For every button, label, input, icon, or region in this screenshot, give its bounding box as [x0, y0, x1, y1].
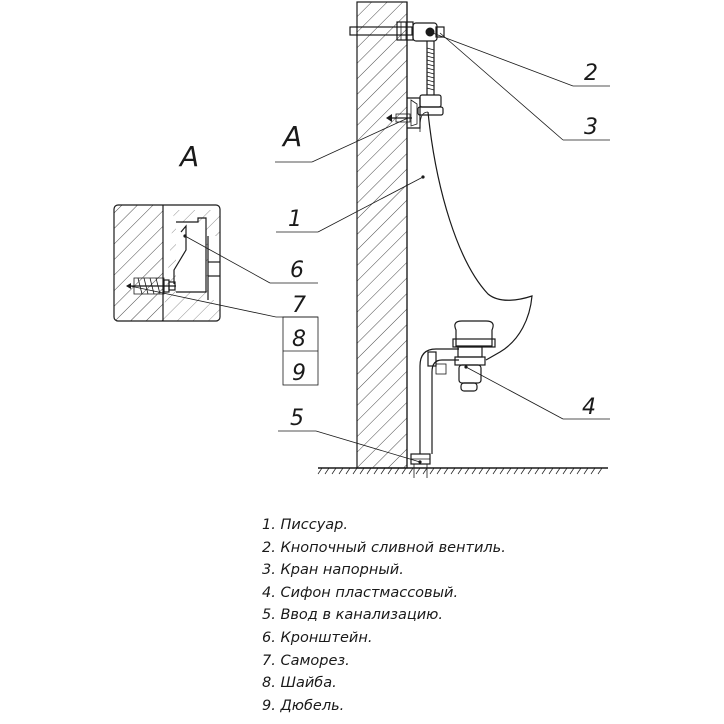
legend-item: 3. Кран напорный.: [262, 562, 404, 579]
legend-item: 7. Саморез.: [262, 652, 350, 669]
callout-7: 7: [292, 293, 306, 318]
legend-item: 1. Писсуар.: [262, 517, 348, 533]
detail-a: [113, 204, 221, 322]
callout-5: 5: [290, 406, 304, 431]
legend-item: 5. Ввод в канализацию.: [262, 607, 444, 624]
wall-bracket: [386, 97, 421, 129]
parts-legend: 1. Писсуар. 2. Кнопочный сливной вентиль…: [262, 514, 642, 717]
flush-valve: [412, 22, 445, 116]
callout-2: 2: [584, 61, 598, 86]
legend-item: 9. Дюбель.: [262, 697, 345, 714]
callout-8: 8: [292, 327, 306, 352]
legend-item: 8. Шайба.: [262, 675, 337, 692]
callout-6: 6: [290, 258, 304, 283]
legend-item: 2. Кнопочный сливной вентиль.: [262, 539, 506, 556]
leader-lines: [275, 31, 610, 463]
floor-line: [317, 467, 608, 475]
view-label: А: [281, 120, 302, 153]
wall-section: [356, 1, 408, 469]
detail-label: А: [178, 140, 199, 173]
legend-item: 6. Кронштейн.: [262, 629, 373, 646]
callout-4: 4: [582, 395, 596, 420]
siphon: [419, 320, 496, 454]
detail-leader-lines: [129, 235, 319, 386]
callout-1: 1: [288, 207, 302, 232]
urinal-body: [419, 111, 533, 361]
drain-inlet: [410, 453, 431, 478]
callout-3: 3: [584, 115, 598, 140]
callout-9: 9: [292, 361, 306, 386]
legend-item: 4. Сифон пластмассовый.: [262, 584, 459, 601]
